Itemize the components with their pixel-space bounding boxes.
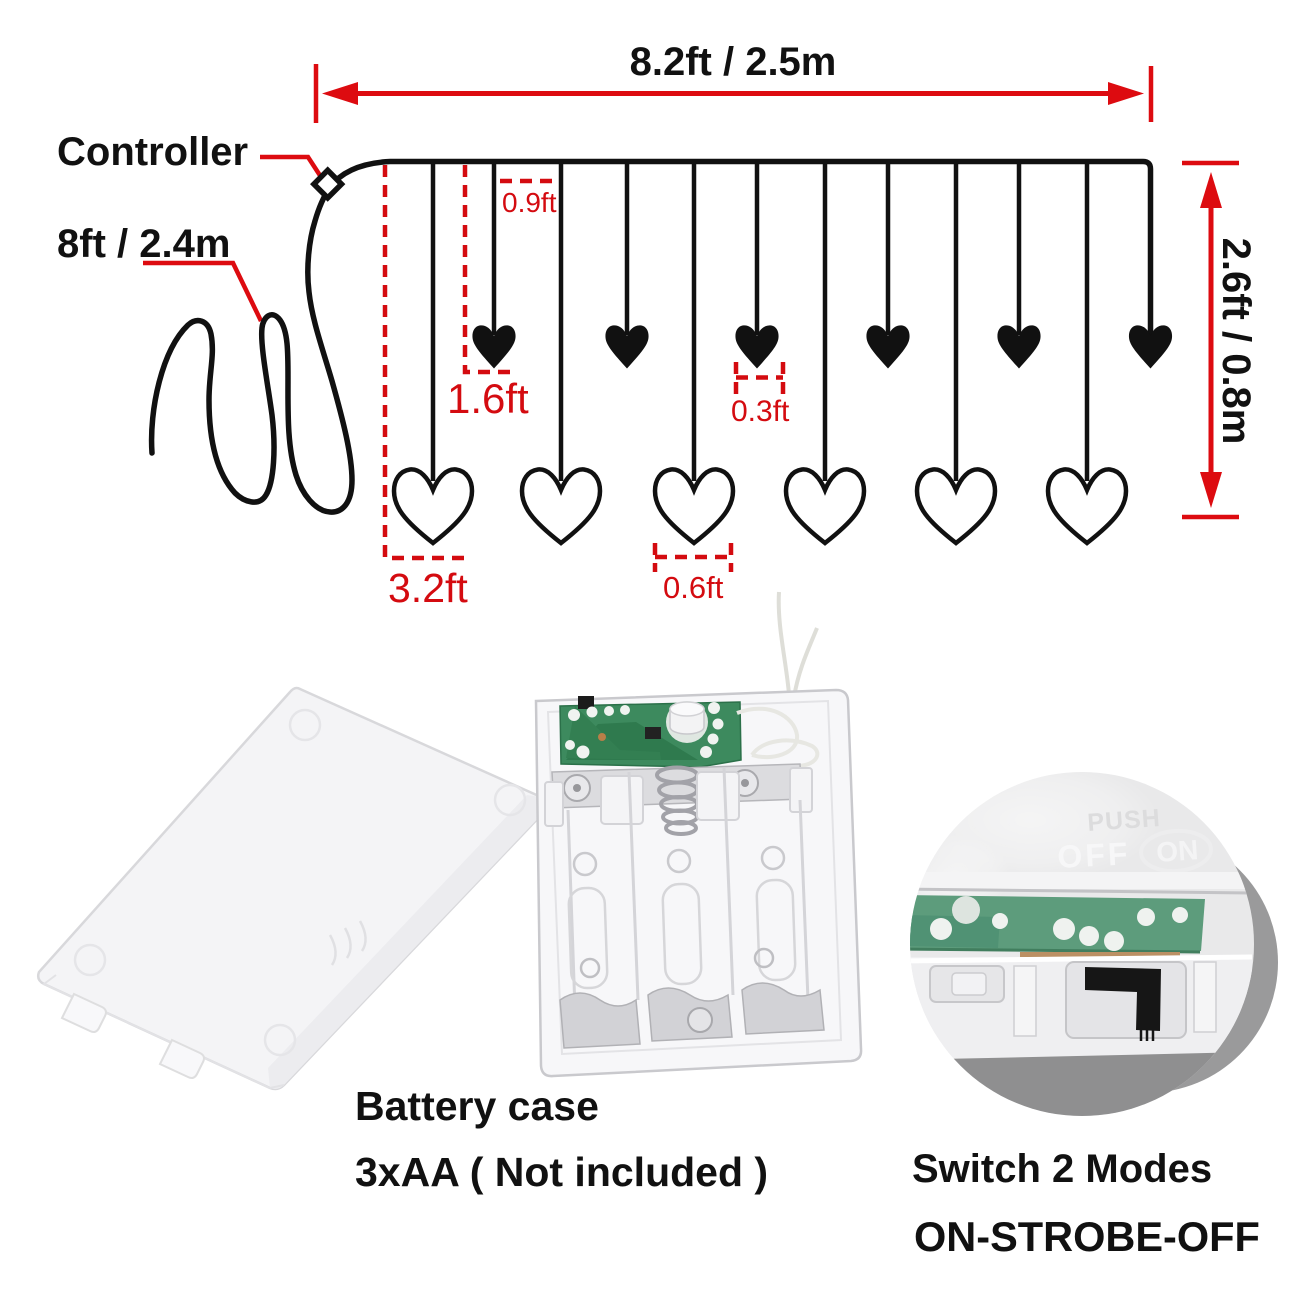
svg-text:ON-STROBE-OFF: ON-STROBE-OFF [914, 1213, 1260, 1260]
svg-text:1.6ft: 1.6ft [447, 375, 529, 422]
svg-text:Switch 2 Modes: Switch 2 Modes [912, 1147, 1212, 1191]
svg-text:0.9ft: 0.9ft [502, 187, 557, 218]
svg-text:3.2ft: 3.2ft [388, 565, 468, 611]
svg-text:3xAA ( Not included ): 3xAA ( Not included ) [355, 1149, 768, 1195]
svg-text:8.2ft / 2.5m: 8.2ft / 2.5m [630, 40, 837, 84]
svg-text:0.3ft: 0.3ft [731, 395, 790, 428]
svg-text:ON: ON [1155, 834, 1199, 868]
svg-text:Battery case: Battery case [355, 1083, 599, 1129]
svg-text:OFF: OFF [1056, 835, 1131, 875]
svg-text:8ft / 2.4m: 8ft / 2.4m [57, 222, 230, 266]
svg-text:2.6ft / 0.8m: 2.6ft / 0.8m [1214, 238, 1258, 445]
svg-text:PUSH: PUSH [1086, 804, 1161, 837]
svg-text:0.6ft: 0.6ft [663, 570, 724, 605]
svg-text:Controller: Controller [57, 130, 248, 174]
